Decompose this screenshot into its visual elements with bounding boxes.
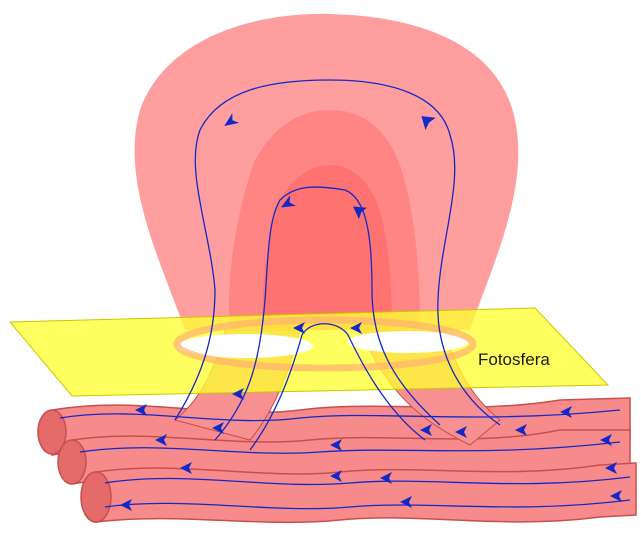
flux-tube-front — [96, 463, 636, 522]
photosphere-plane: Fotosfera — [10, 308, 608, 396]
magnetic-loop — [135, 14, 519, 330]
flux-tube-front-end — [81, 472, 111, 522]
flux-tube-middle-end — [58, 440, 86, 484]
photosphere-label: Fotosfera — [478, 350, 550, 369]
